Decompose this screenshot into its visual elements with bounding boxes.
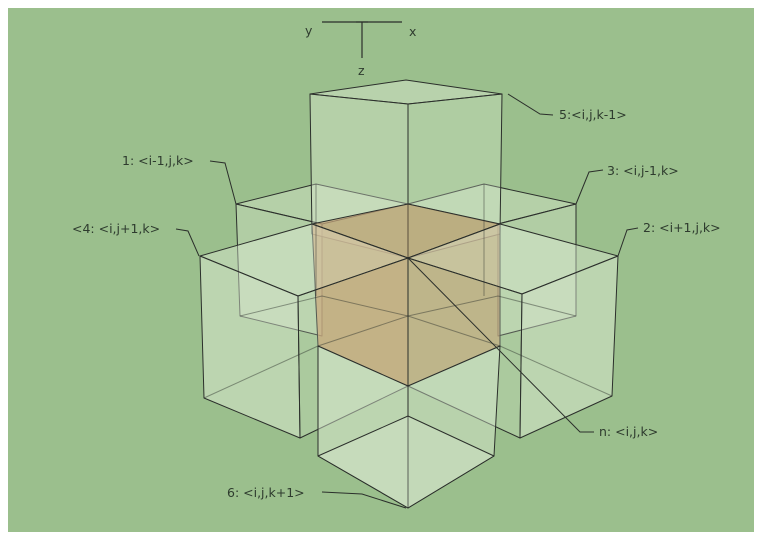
axis-label-x: x [409,24,416,39]
cube-front-left [199,223,409,439]
leader-front-left [175,228,200,257]
leader-bottom [321,491,407,509]
leader-lines [175,93,639,509]
label-top-cube: 5:<i,j,k-1> [559,107,627,122]
label-bottom-cube: 6: <i,j,k+1> [227,485,305,500]
leader-back-left [209,160,237,205]
cube-center [311,203,501,387]
label-center-cube: n: <i,j,k> [599,424,658,439]
label-back-right-cube: 3: <i,j-1,k> [607,163,679,178]
label-back-left-cube: 1: <i-1,j,k> [122,153,194,168]
axis-label-z: z [358,63,365,78]
leader-top [507,93,554,116]
cube-back-left [235,183,409,337]
leader-center [407,257,594,433]
label-front-left-cube: <4: <i,j+1,k> [72,221,160,236]
cube-front-right [407,223,619,439]
axis-label-y: y [305,23,313,38]
leader-front-right [617,227,639,257]
internal-edges [203,184,613,399]
label-front-right-cube: 2: <i+1,j,k> [643,220,721,235]
axis-triad [322,21,402,58]
cube-bottom [317,345,501,509]
leader-back-right [575,169,604,205]
